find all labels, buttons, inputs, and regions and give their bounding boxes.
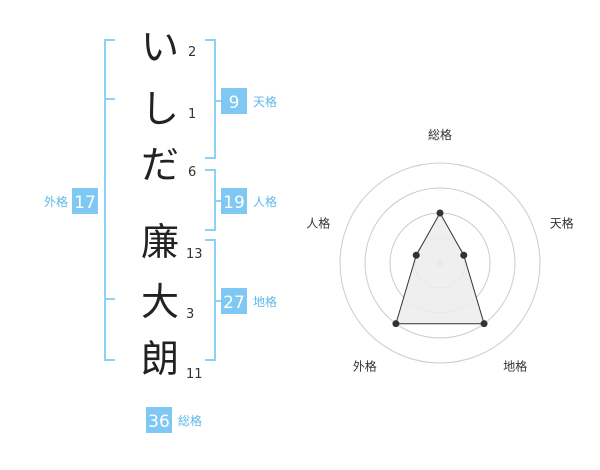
radar-ring-3 (364, 187, 516, 339)
given-char-1: 廉 (141, 220, 179, 264)
jin-badge: 19 人格 (221, 188, 277, 214)
gai-bracket (104, 39, 115, 361)
chi-value: 27 (223, 293, 245, 313)
radar-axis-label-3: 地格 (503, 359, 527, 374)
ten-label: 天格 (253, 94, 277, 109)
so-label: 総格 (178, 413, 202, 428)
radar-point-3 (480, 320, 488, 328)
surname-strokes-3: 6 (188, 165, 196, 180)
name-column: い 2 し 1 だ 6 廉 13 大 3 朗 11 (141, 25, 203, 382)
chi-label: 地格 (253, 294, 277, 309)
radar-point-2 (460, 251, 468, 259)
ten-value: 9 (229, 93, 240, 113)
ten-bracket (205, 39, 221, 159)
radar-point-4 (392, 320, 400, 328)
gai-value: 17 (74, 193, 96, 213)
so-box (146, 407, 172, 433)
jin-bracket (205, 169, 221, 231)
radar-point-5 (412, 251, 420, 259)
surname-char-1: い (141, 25, 179, 69)
gai-box (72, 188, 98, 214)
chi-bracket (205, 239, 221, 361)
surname-char-3: だ (141, 143, 179, 187)
chi-box (221, 288, 247, 314)
ten-box (221, 88, 247, 114)
given-char-2: 大 (141, 280, 179, 324)
brackets (104, 39, 221, 361)
ten-badge: 9 天格 (221, 88, 277, 114)
jin-label: 人格 (253, 194, 277, 209)
radar-axis-label-2: 天格 (550, 215, 574, 230)
radar-series-area (395, 211, 485, 325)
chi-badge: 27 地格 (221, 288, 277, 314)
radar-axis-label-4: 外格 (353, 359, 377, 374)
radar-axis-label-1: 総格 (428, 127, 452, 142)
jin-box (221, 188, 247, 214)
surname-strokes-2: 1 (188, 107, 196, 122)
radar-ring-4 (339, 162, 541, 364)
radar-axis-label-5: 人格 (306, 215, 330, 230)
gai-badge: 外格 17 (44, 188, 98, 214)
given-char-3: 朗 (141, 337, 179, 381)
radar-point-1 (436, 209, 444, 217)
given-strokes-2: 3 (186, 307, 194, 322)
jin-value: 19 (223, 193, 245, 213)
given-strokes-3: 11 (186, 367, 203, 382)
given-strokes-1: 13 (186, 247, 203, 262)
so-badge: 36 総格 (146, 407, 202, 433)
gai-label: 外格 (44, 194, 68, 209)
surname-char-2: し (141, 87, 179, 131)
so-value: 36 (148, 412, 170, 432)
surname-strokes-1: 2 (188, 45, 196, 60)
